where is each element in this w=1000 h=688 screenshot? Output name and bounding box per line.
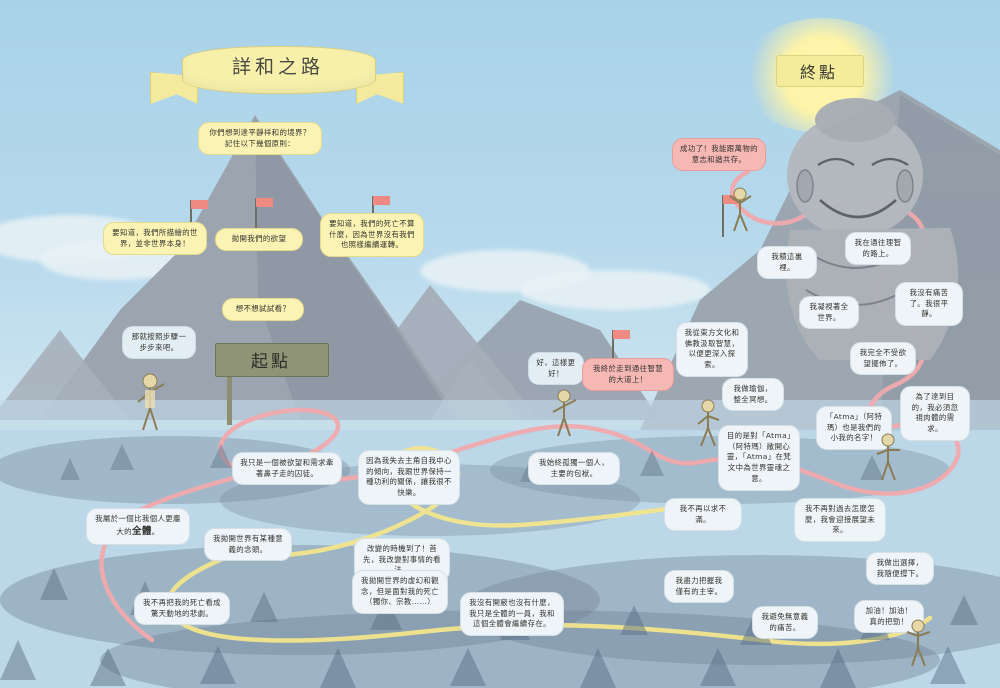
journey-bubble-b19: 目的是對「Atma」（阿特瑪）敞開心靈，「Atma」在梵文中為世界靈魂之意。	[718, 425, 800, 491]
journey-text-b4: 我拋開世界有某種意義的念頭。	[212, 534, 284, 554]
journey-text-b14: 我積這裏裡。	[771, 252, 803, 272]
journey-text-b27: 加油！加油！真的把勁！	[865, 606, 913, 626]
journey-bubble-b26: 我避免無意義的痛苦。	[752, 606, 818, 640]
goal-plank	[776, 55, 864, 87]
journey-text-b9: 我始終孤獨一個人，主要的包袱。	[538, 458, 610, 478]
journey-text-b12: 我從東方文化和佛教汲取智慧，以便更深入探索。	[684, 328, 740, 370]
journey-emph-b3: 全體	[131, 525, 152, 537]
walker-figure-path-a	[697, 399, 720, 447]
journey-bubble-b13: 我做瑜伽，整全冥想。	[722, 378, 784, 412]
sign-post	[227, 371, 232, 425]
try-prompt-bubble: 想不想試試看？	[222, 298, 304, 321]
journey-text-b23: 我不再對過去怎麼怎麼，我會迎接展望未來。	[804, 504, 876, 535]
start-walker-bubble: 那就按照步驟一步步來吧。	[122, 326, 196, 360]
journey-bubble-b23: 我不再對過去怎麼怎麼，我會迎接展望未來。	[794, 498, 886, 543]
journey-text-b1: 我只是一個被欲望和需求牽著鼻子走的囚徒。	[240, 458, 334, 478]
journey-text-b21: 為了達到目的，我必須忽視肉體的需求。	[911, 392, 959, 434]
success-text: 成功了！我能跟萬物的意志和諧共存。	[680, 144, 758, 164]
journey-bubble-b3: 我屬於一個比我個人更龐大的全體。	[86, 508, 190, 545]
journey-text-b13: 我做瑜伽，整全冥想。	[733, 384, 773, 404]
principle-bubble-3: 要知道，我們的死亡不算什麼，因為世界沒有我們也照樣繼續運轉。	[320, 213, 424, 258]
walker-figure-start	[137, 373, 165, 431]
journey-bubble-b9: 我始終孤獨一個人，主要的包袱。	[528, 452, 620, 486]
journey-text-b3: 我屬於一個比我個人更龐大的	[95, 514, 181, 536]
principle-bubble-2: 拋開我們的欲望	[215, 228, 303, 251]
journey-bubble-b18: 我完全不受欲望擺佈了。	[850, 342, 916, 376]
journey-text-b26: 我避免無意義的痛苦。	[761, 612, 809, 632]
banner-title: 詳和之路	[231, 56, 324, 78]
principle-text-3: 要知道，我們的死亡不算什麼，因為世界沒有我們也照樣繼續運轉。	[329, 219, 415, 250]
journey-text-b6: 我不再把我的死亡看成驚天動地的悲劇。	[143, 598, 221, 618]
journey-text-b19: 目的是對「Atma」（阿特瑪）敞開心靈，「Atma」在梵文中為世界靈魂之意。	[726, 431, 792, 483]
intro-question-bubble: 你們想到達平靜祥和的境界？記住以下幾個原則：	[198, 122, 322, 156]
title-banner: 詳和之路	[150, 42, 404, 104]
walker-figure-path-b	[876, 433, 900, 481]
journey-bubble-b4: 我拋開世界有某種意義的念頭。	[204, 528, 292, 562]
journey-bubble-b6: 我不再把我的死亡看成驚天動地的悲劇。	[134, 592, 230, 626]
journey-tail-b3: 。	[151, 526, 160, 536]
journey-text-b5: 改變的時機到了！首先，我改變對事情的看法。	[363, 544, 441, 574]
intro-question-text: 你們想到達平靜祥和的境界？記住以下幾個原則：	[209, 128, 311, 148]
journey-text-b20: 「Atma」（阿特瑪）也是我們的小我的名字！	[825, 412, 883, 443]
journey-bubble-b14: 我積這裏裡。	[757, 246, 817, 280]
walker-figure-summit	[729, 187, 752, 232]
journey-bubble-b22: 我不再以求不滿。	[664, 498, 742, 532]
principle-text-1: 要知道，我們所描繪的世界，並非世界本身！	[112, 228, 198, 248]
journey-bubble-b12: 我從東方文化和佛教汲取智慧，以便更深入探索。	[676, 322, 748, 377]
journey-text-b8: 我沒有開竅也沒有什麼，我只是全體的一員，我和這個全體會繼續存在。	[469, 598, 555, 629]
journey-text-b24: 我做出選擇，我隨便撐下。	[876, 558, 924, 578]
journey-bubble-b24: 我做出選擇，我隨便撐下。	[866, 552, 934, 586]
journey-text-b25: 我盡力把握我僅有的主宰。	[675, 576, 723, 596]
journey-text-b18: 我完全不受欲望擺佈了。	[859, 348, 907, 368]
start-walker-text: 那就按照步驟一步步來吧。	[131, 332, 187, 352]
journey-bubble-b17: 我沒有痛苦了。我很平靜。	[895, 282, 963, 327]
start-sign: 起點	[215, 343, 329, 425]
journey-bubble-b8: 我沒有開竅也沒有什麼，我只是全體的一員，我和這個全體會繼續存在。	[460, 592, 564, 637]
success-bubble: 成功了！我能跟萬物的意志和諧共存。	[672, 138, 766, 172]
journey-bubble-b1: 我只是一個被欲望和需求牽著鼻子走的囚徒。	[232, 452, 342, 486]
journey-bubble-b2: 因為我失去主角自我中心的傾向，我跟世界保持一種功利的關係，讓我很不快樂。	[358, 450, 460, 505]
journey-bubble-b21: 為了達到目的，我必須忽視肉體的需求。	[900, 386, 970, 441]
cloud	[520, 270, 710, 310]
journey-text-b17: 我沒有痛苦了。我很平靜。	[909, 288, 949, 319]
start-sign-label: 起點	[251, 352, 291, 372]
walker-figure-path-c	[906, 619, 931, 667]
journey-text-b7: 我拋開世界的虛幻和觀念，但是面對我的死亡（獨你、宗教……）	[361, 576, 439, 607]
try-prompt-text: 想不想試試看？	[235, 304, 291, 313]
banner-body	[182, 46, 376, 94]
goal-sign-label: 終點	[799, 63, 838, 82]
journey-text-b15: 我凝視著全世界。	[809, 302, 849, 322]
journey-text-b11: 我終於走到通往智慧的大道上！	[592, 364, 664, 384]
sign-plank	[215, 343, 329, 377]
journey-text-b22: 我不再以求不滿。	[679, 504, 727, 524]
journey-text-b2: 因為我失去主角自我中心的傾向，我跟世界保持一種功利的關係，讓我很不快樂。	[366, 456, 452, 498]
journey-text-b10: 好，這樣更好！	[536, 358, 576, 378]
principle-text-2: 拋開我們的欲望	[231, 234, 287, 243]
journey-bubble-b10: 好，這樣更好！	[528, 352, 584, 386]
journey-bubble-b15: 我凝視著全世界。	[799, 296, 859, 330]
walker-figure-mid	[552, 389, 577, 437]
journey-bubble-b11: 我終於走到通往智慧的大道上！	[582, 358, 674, 392]
journey-bubble-b7: 我拋開世界的虛幻和觀念，但是面對我的死亡（獨你、宗教……）	[352, 570, 448, 615]
journey-text-b16: 我在通往理智的路上。	[854, 238, 902, 258]
principle-bubble-1: 要知道，我們所描繪的世界，並非世界本身！	[103, 222, 207, 256]
journey-bubble-b20: 「Atma」（阿特瑪）也是我們的小我的名字！	[816, 406, 892, 451]
journey-bubble-b16: 我在通往理智的路上。	[845, 232, 911, 266]
goal-sign: 終點	[776, 55, 864, 91]
journey-bubble-b25: 我盡力把握我僅有的主宰。	[664, 570, 734, 604]
